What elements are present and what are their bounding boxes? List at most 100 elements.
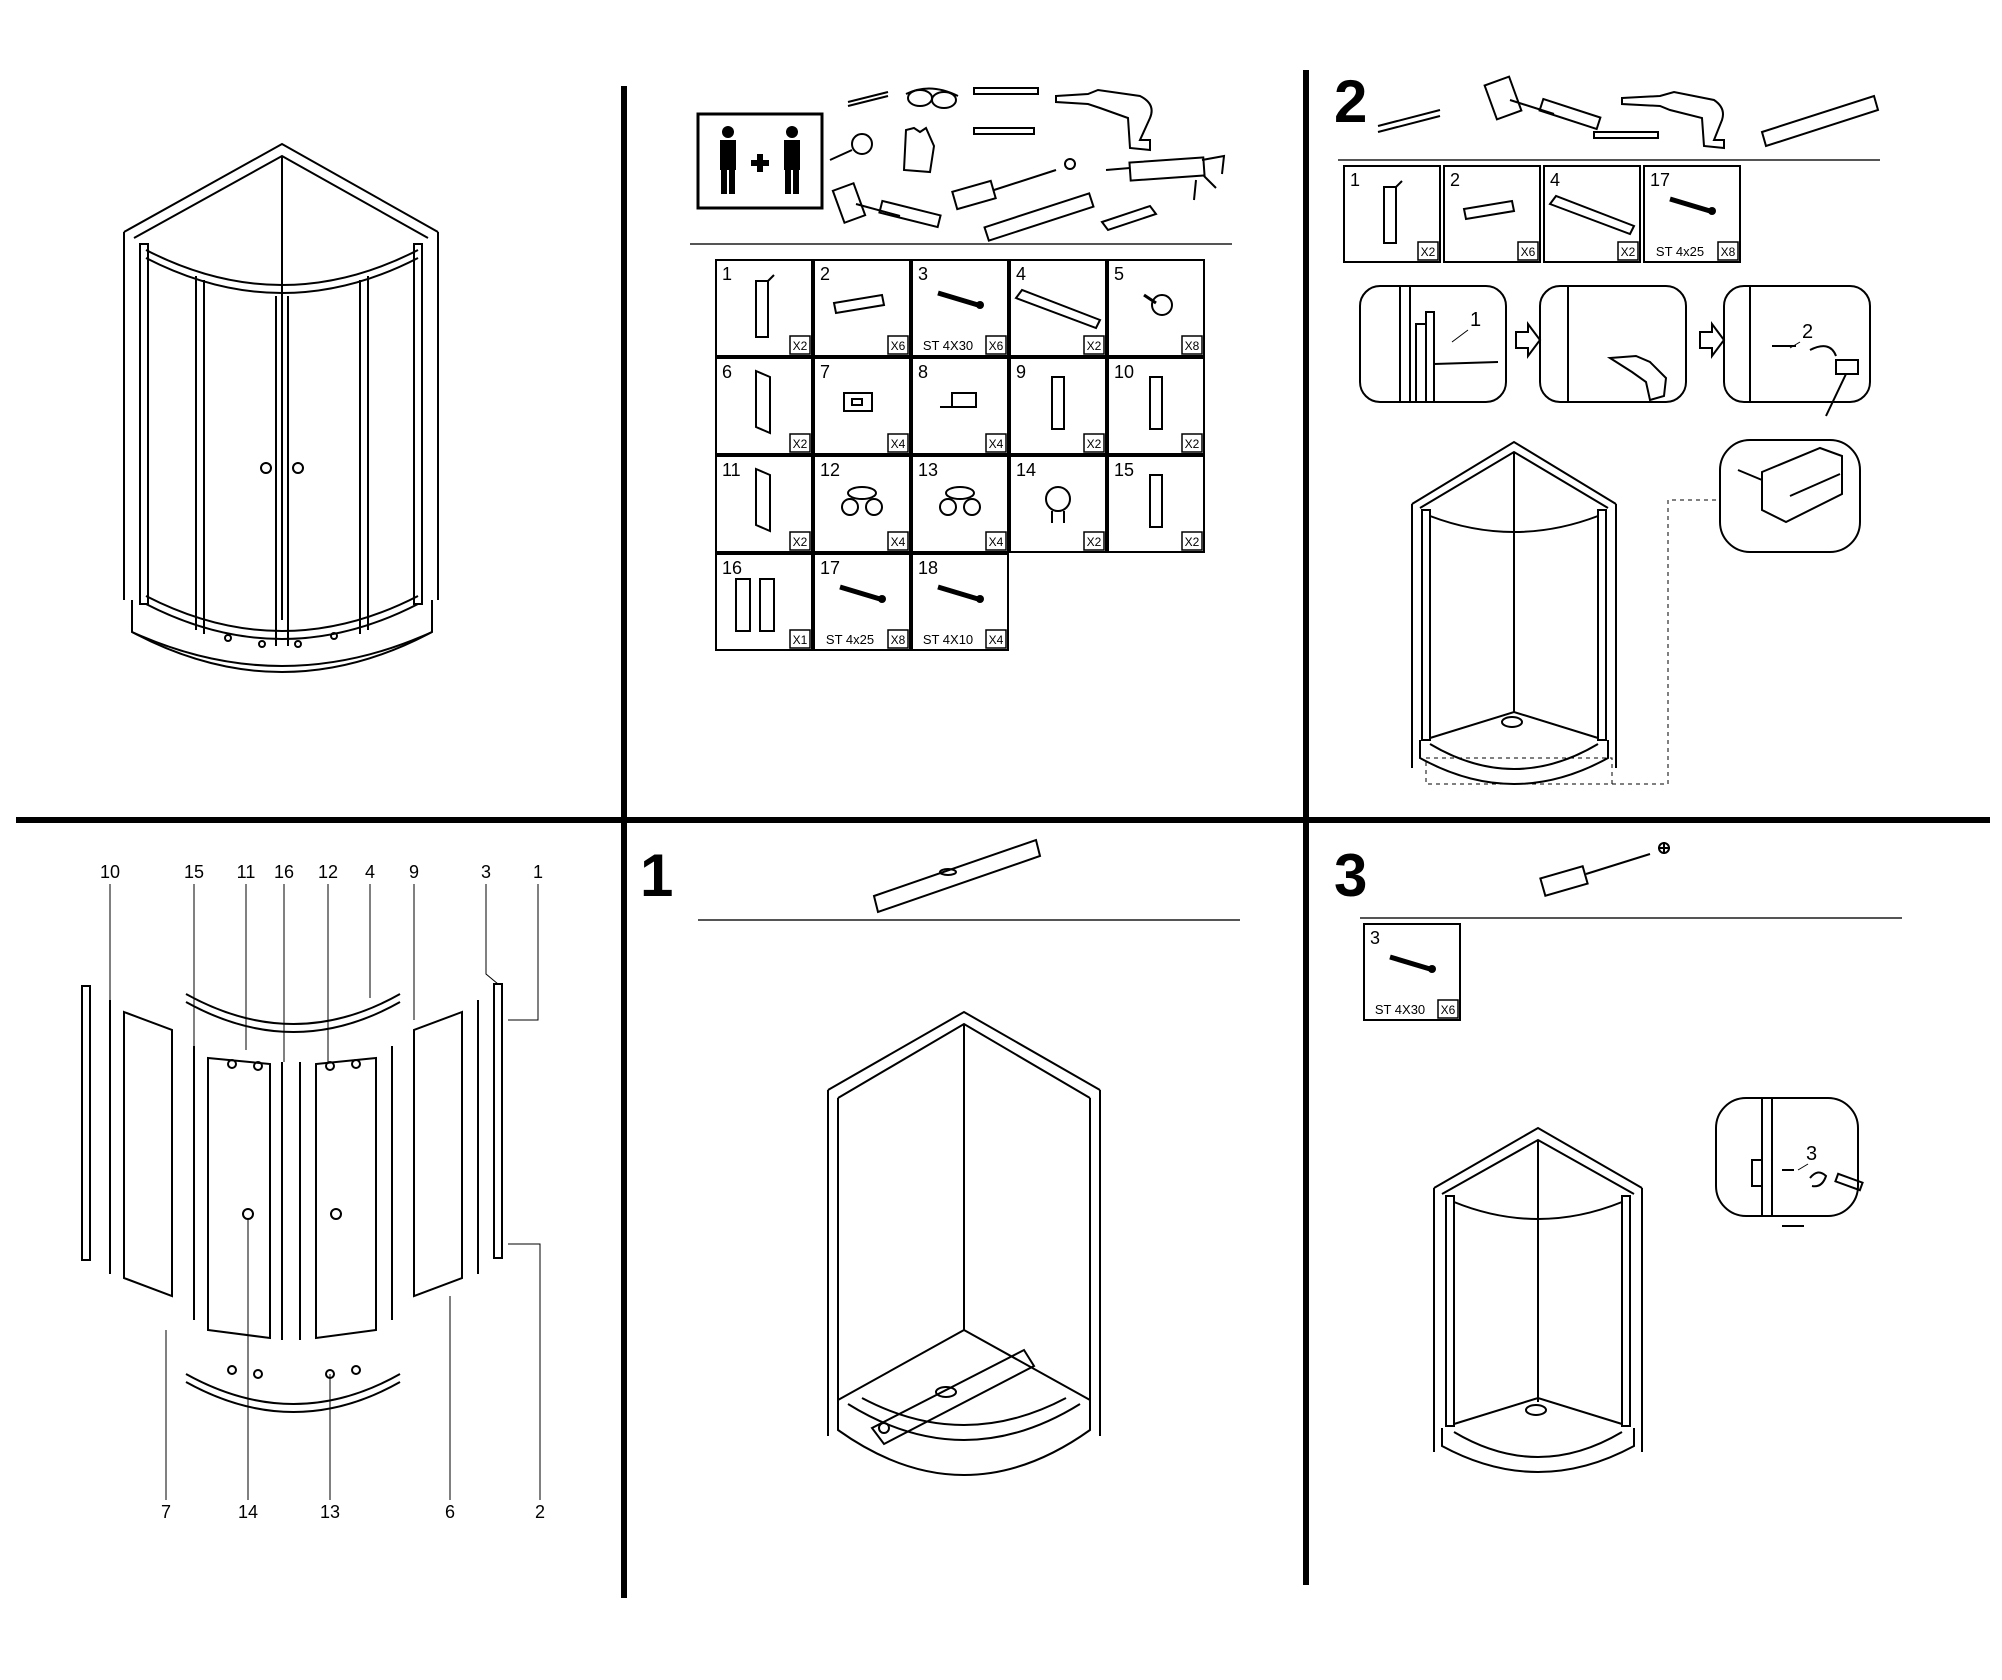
rubber-mallet-icon bbox=[1483, 75, 1602, 131]
safety-glasses-icon bbox=[905, 87, 959, 109]
part-number: 3 bbox=[1370, 928, 1380, 948]
part-quantity: X6 bbox=[891, 339, 906, 353]
screwdriver-icon bbox=[951, 158, 1076, 211]
pencil-icon bbox=[847, 91, 889, 107]
part-11-icon bbox=[755, 467, 771, 533]
rubber-mallet-icon bbox=[831, 181, 942, 229]
part-cell-3: 3X6 ST 4X30 bbox=[911, 259, 1009, 357]
part-spec: ST 4X30 bbox=[923, 338, 973, 353]
step-number-2: 2 bbox=[1334, 68, 1367, 135]
part-spec: ST 4X30 bbox=[1375, 1002, 1425, 1017]
step3-parts-list: 3X6 ST 4X30 bbox=[1363, 923, 1461, 1021]
part-number: 17 bbox=[1650, 170, 1670, 190]
part-quantity: X8 bbox=[891, 633, 906, 647]
part-quantity: X2 bbox=[1421, 245, 1436, 259]
gloves-icon bbox=[902, 126, 936, 174]
tape-measure-icon bbox=[829, 133, 873, 161]
part-number: 1 bbox=[1350, 170, 1360, 190]
part-8-icon bbox=[940, 392, 977, 408]
part-17-icon bbox=[1669, 196, 1716, 215]
exploded-label: 11 bbox=[237, 862, 256, 882]
part-10-icon bbox=[1149, 376, 1163, 430]
exploded-view-drawing bbox=[81, 983, 503, 1413]
exploded-leader-lines bbox=[109, 884, 541, 1500]
step2-callout-labels: 1 2 bbox=[1451, 309, 1813, 349]
exploded-label: 15 bbox=[184, 862, 204, 882]
part-cell-7: 7X4 bbox=[813, 357, 911, 455]
spirit-level-icon bbox=[983, 192, 1095, 242]
step3-detail-drawing bbox=[1715, 1097, 1864, 1227]
part-cell-4: 4X2 bbox=[1009, 259, 1107, 357]
part-number: 15 bbox=[1114, 460, 1134, 480]
two-persons-icon bbox=[696, 112, 824, 210]
part-14-icon bbox=[1045, 486, 1071, 523]
part-quantity: X2 bbox=[1087, 339, 1102, 353]
part-quantity: X2 bbox=[793, 339, 808, 353]
part-spec: ST 4X10 bbox=[923, 632, 973, 647]
part-quantity: X1 bbox=[793, 633, 808, 647]
part-number: 10 bbox=[1114, 362, 1134, 382]
part-number: 18 bbox=[918, 558, 938, 578]
part-number: 2 bbox=[820, 264, 830, 284]
part-quantity: X8 bbox=[1185, 339, 1200, 353]
part-number: 16 bbox=[722, 558, 742, 578]
spirit-level-icon bbox=[1760, 94, 1880, 148]
part-16-icon bbox=[735, 578, 775, 632]
drill-icon bbox=[1055, 88, 1153, 152]
part-number: 4 bbox=[1550, 170, 1560, 190]
part-number: 6 bbox=[722, 362, 732, 382]
part-quantity: X6 bbox=[1521, 245, 1536, 259]
part-quantity: X4 bbox=[891, 437, 906, 451]
part-17-icon bbox=[839, 584, 886, 603]
exploded-label: 13 bbox=[320, 1502, 340, 1522]
part-number: 5 bbox=[1114, 264, 1124, 284]
part-3-icon bbox=[1389, 954, 1436, 973]
exploded-label: 14 bbox=[238, 1502, 258, 1522]
part-number: 13 bbox=[918, 460, 938, 480]
part-4-icon bbox=[1014, 288, 1102, 330]
step1-shower-tray-drawing bbox=[827, 1010, 1101, 1476]
exploded-label: 2 bbox=[535, 1502, 545, 1522]
part-quantity: X2 bbox=[1185, 535, 1200, 549]
part-6-icon bbox=[755, 369, 771, 435]
part-number: 3 bbox=[918, 264, 928, 284]
silicone-gun-icon bbox=[1105, 154, 1226, 201]
part-1-icon bbox=[1383, 180, 1403, 244]
part-12-icon bbox=[841, 486, 883, 516]
part-9-icon bbox=[1051, 376, 1065, 430]
pencil-icon bbox=[1377, 109, 1441, 133]
step2-dashed-callout bbox=[1425, 499, 1720, 785]
part-quantity: X2 bbox=[793, 437, 808, 451]
part-4-icon bbox=[1548, 194, 1636, 236]
part-quantity: X6 bbox=[1441, 1003, 1456, 1017]
part-cell-3: 3X6 ST 4X30 bbox=[1363, 923, 1461, 1021]
part-cell-4: 4X2 bbox=[1543, 165, 1641, 263]
part-cell-1: 1X2 bbox=[715, 259, 813, 357]
part-number: 14 bbox=[1016, 460, 1036, 480]
part-13-icon bbox=[939, 486, 981, 516]
part-cell-5: 5X8 bbox=[1107, 259, 1205, 357]
part-number: 11 bbox=[722, 460, 741, 480]
part-quantity: X4 bbox=[891, 535, 906, 549]
drill-icon bbox=[1593, 90, 1725, 150]
part-quantity: X2 bbox=[793, 535, 808, 549]
part-quantity: X6 bbox=[989, 339, 1004, 353]
drill-bit-icon bbox=[973, 87, 1039, 135]
part-number: 1 bbox=[722, 264, 732, 284]
exploded-label: 10 bbox=[100, 862, 120, 882]
part-quantity: X4 bbox=[989, 535, 1004, 549]
part-number: 2 bbox=[1450, 170, 1460, 190]
svg-text:3: 3 bbox=[1806, 1143, 1817, 1165]
step2-detail-drawings bbox=[1359, 285, 1871, 785]
part-number: 9 bbox=[1016, 362, 1026, 382]
part-number: 4 bbox=[1016, 264, 1026, 284]
